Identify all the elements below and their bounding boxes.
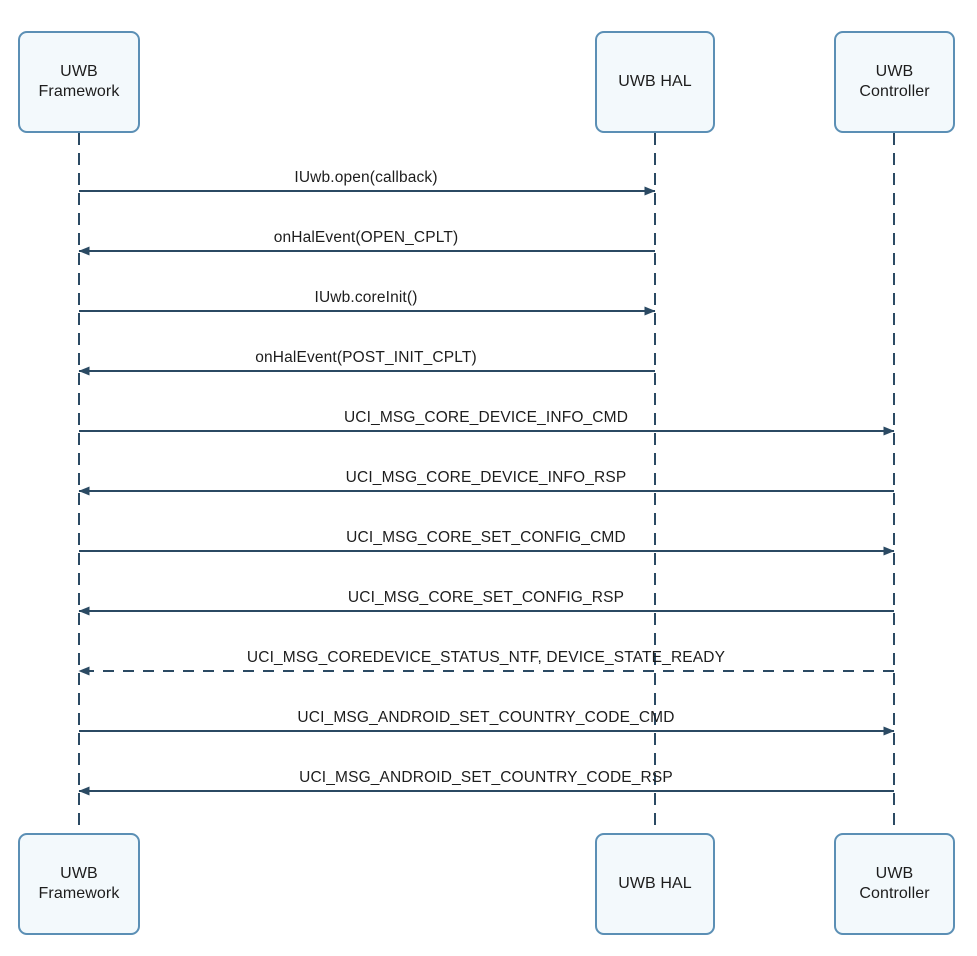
participant-label-framework: UWB Framework (38, 865, 120, 902)
participant-box-framework-header: UWB Framework (18, 31, 140, 133)
participant-box-controller-footer: UWB Controller (834, 833, 955, 935)
message-label-1: IUwb.open(callback) (294, 169, 438, 186)
message-label-2: onHalEvent(OPEN_CPLT) (273, 229, 459, 246)
participant-label-framework: UWB Framework (38, 63, 120, 100)
participant-box-hal-footer: UWB HAL (595, 833, 715, 935)
message-label-9: UCI_MSG_COREDEVICE_STATUS_NTF, DEVICE_ST… (246, 649, 726, 666)
message-label-10: UCI_MSG_ANDROID_SET_COUNTRY_CODE_CMD (297, 709, 675, 726)
participant-label-hal: UWB HAL (618, 73, 692, 90)
message-label-8: UCI_MSG_CORE_SET_CONFIG_RSP (347, 589, 625, 606)
participant-label-controller: UWB Controller (859, 63, 930, 100)
message-label-3: IUwb.coreInit() (314, 289, 418, 306)
participant-label-controller: UWB Controller (859, 865, 930, 902)
message-label-5: UCI_MSG_CORE_DEVICE_INFO_CMD (343, 409, 629, 426)
message-label-6: UCI_MSG_CORE_DEVICE_INFO_RSP (345, 469, 627, 486)
message-label-7: UCI_MSG_CORE_SET_CONFIG_CMD (346, 529, 626, 546)
participant-box-controller-header: UWB Controller (834, 31, 955, 133)
messages-group (78, 186, 895, 796)
participant-label-hal: UWB HAL (618, 875, 692, 892)
participant-box-framework-footer: UWB Framework (18, 833, 140, 935)
message-label-11: UCI_MSG_ANDROID_SET_COUNTRY_CODE_RSP (299, 769, 673, 786)
message-label-4: onHalEvent(POST_INIT_CPLT) (255, 349, 477, 366)
participant-box-hal-header: UWB HAL (595, 31, 715, 133)
lifelines-group (78, 133, 895, 833)
